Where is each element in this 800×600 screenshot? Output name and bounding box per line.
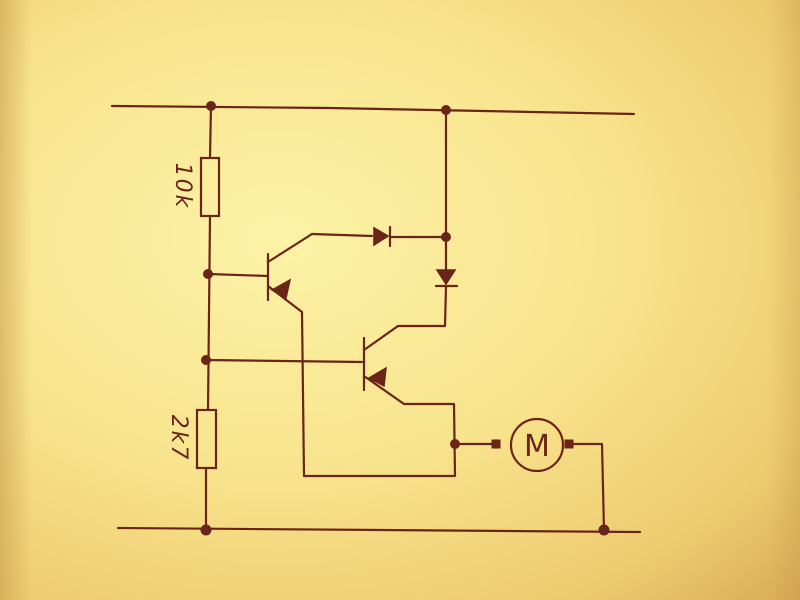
- q2-emitter-arrow: [367, 366, 387, 388]
- junction-dot: [206, 101, 216, 111]
- motor-icon: [509, 417, 565, 473]
- motor-label: M: [524, 429, 550, 464]
- junction-dot: [450, 439, 460, 449]
- r1-label: 10k: [170, 163, 195, 210]
- diode-icon: [435, 269, 457, 286]
- junction-dot: [441, 232, 451, 242]
- motor-terminal-left: [491, 439, 501, 449]
- transistor-q2: [362, 324, 406, 406]
- resistor-icon: [199, 156, 221, 218]
- transistor-q1: [266, 232, 314, 314]
- q1-emitter-arrow: [270, 278, 292, 300]
- wire-q1-base: [206, 272, 270, 278]
- top-rail: [110, 104, 636, 116]
- wire-motor-to-bottom: [571, 442, 606, 532]
- wire-top-to-r1: [208, 104, 213, 160]
- diode-d1: [373, 225, 392, 248]
- motor-m: M: [509, 417, 565, 473]
- junction-dot: [203, 269, 213, 279]
- resistor-icon: [195, 408, 218, 470]
- wire-r1-to-divider: [206, 214, 212, 412]
- wire-q2-base: [204, 358, 364, 364]
- wire-q2-to-motor-node: [402, 402, 457, 478]
- diode-icon: [373, 226, 390, 247]
- junction-dot: [201, 355, 211, 365]
- wire-q1-to-d1: [310, 232, 374, 238]
- junction-dot: [441, 105, 451, 115]
- bottom-rail: [116, 526, 642, 534]
- resistor-10k: [199, 156, 221, 218]
- diode-d2: [434, 269, 459, 288]
- wire-q1-emitter-loop: [300, 310, 456, 478]
- junction-dot: [598, 524, 610, 536]
- motor-terminal-right: [564, 439, 574, 449]
- resistor-2k7: [195, 408, 218, 470]
- r2-label: 2k7: [166, 415, 191, 462]
- junction-dot: [200, 524, 212, 536]
- wire-d2-to-q2: [396, 284, 448, 328]
